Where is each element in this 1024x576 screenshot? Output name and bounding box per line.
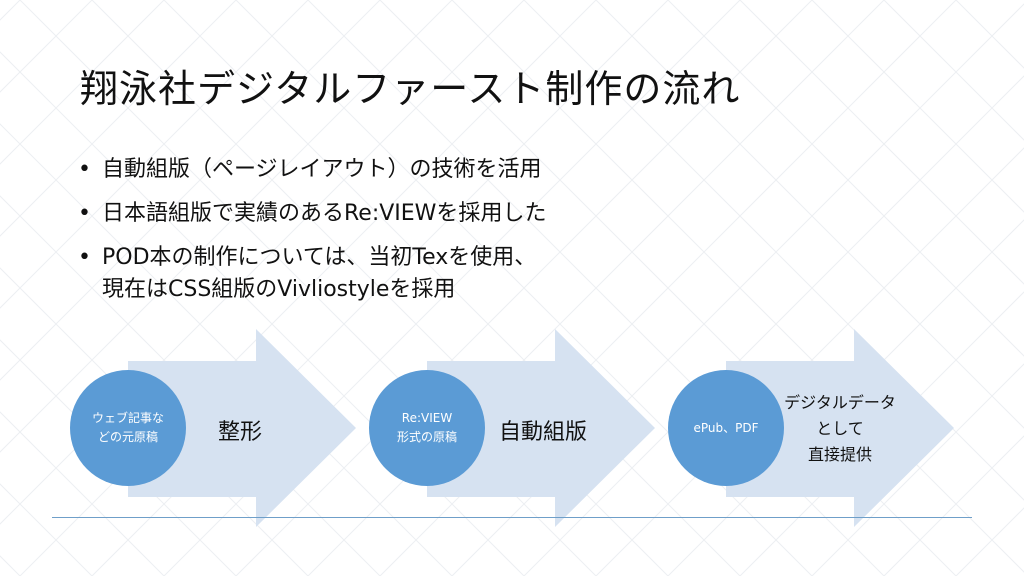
step-3-source: ePub、PDF xyxy=(676,409,776,447)
pattern-line xyxy=(0,0,237,237)
bullet-list: • 自動組版（ページレイアウト）の技術を活用 • 日本語組版で実績のあるRe:V… xyxy=(78,154,546,318)
step-2-source-line-2: 形式の原稿 xyxy=(396,430,457,444)
bullet-item-3: • POD本の制作については、当初Texを使用、 現在はCSS組版のVivlio… xyxy=(78,242,546,306)
step-2-arrow xyxy=(427,329,655,527)
step-3-process-line-2: として xyxy=(816,419,864,438)
step-2-source: Re:VIEW 形式の原稿 xyxy=(377,399,477,457)
pattern-line xyxy=(0,0,525,525)
pattern-line xyxy=(883,435,1024,576)
bullet-dot: • xyxy=(78,201,91,226)
bullet-dot: • xyxy=(78,157,91,182)
bullet-text-line-2: 現在はCSS組版のVivliostyleを採用 xyxy=(102,277,456,302)
step-1-arrow xyxy=(128,329,356,527)
pattern-line xyxy=(523,75,1024,576)
pattern-line xyxy=(595,147,1024,576)
pattern-line xyxy=(235,0,813,576)
step-3-process: デジタルデータ として 直接提供 xyxy=(770,386,910,472)
baseline-rule xyxy=(52,517,972,518)
step-1-process-label: 整形 xyxy=(217,420,262,445)
pattern-line xyxy=(811,363,1024,576)
step-2-source-line-1: Re:VIEW xyxy=(401,411,453,425)
step-3-source-line-1: ePub、PDF xyxy=(693,420,759,435)
pattern-line xyxy=(739,0,1024,285)
step-3-circle xyxy=(668,370,784,486)
pattern-line xyxy=(811,0,1024,213)
bullet-text: 自動組版（ページレイアウト）の技術を活用 xyxy=(102,157,542,182)
step-1-source-line-2: どの元原稿 xyxy=(97,430,158,444)
bullet-item-2: • 日本語組版で実績のあるRe:VIEWを採用した xyxy=(78,198,546,230)
bullet-text-line-1: POD本の制作については、当初Texを使用、 xyxy=(102,245,537,270)
step-3-arrow xyxy=(726,329,954,527)
step-1-process: 整形 xyxy=(200,410,280,450)
pattern-line xyxy=(0,0,453,453)
step-1-source-line-1: ウェブ記事な xyxy=(91,411,164,425)
step-2-process-label: 自動組版 xyxy=(498,420,587,445)
step-1-source: ウェブ記事な どの元原稿 xyxy=(78,399,178,457)
bullet-item-1: • 自動組版（ページレイアウト）の技術を活用 xyxy=(78,154,546,186)
slide-title: 翔泳社デジタルファースト制作の流れ xyxy=(80,67,741,111)
step-1-circle xyxy=(70,370,186,486)
pattern-line xyxy=(883,0,1024,141)
pattern-line xyxy=(0,411,165,576)
pattern-line xyxy=(0,0,165,165)
step-3-process-line-1: デジタルデータ xyxy=(784,393,896,412)
step-2-process: 自動組版 xyxy=(478,410,608,450)
bullet-text: 日本語組版で実績のあるRe:VIEWを採用した xyxy=(102,201,547,226)
step-3-process-line-3: 直接提供 xyxy=(807,445,872,464)
pattern-line xyxy=(0,0,309,309)
step-2-circle xyxy=(369,370,485,486)
bullet-dot: • xyxy=(78,245,91,270)
pattern-line xyxy=(0,0,381,381)
